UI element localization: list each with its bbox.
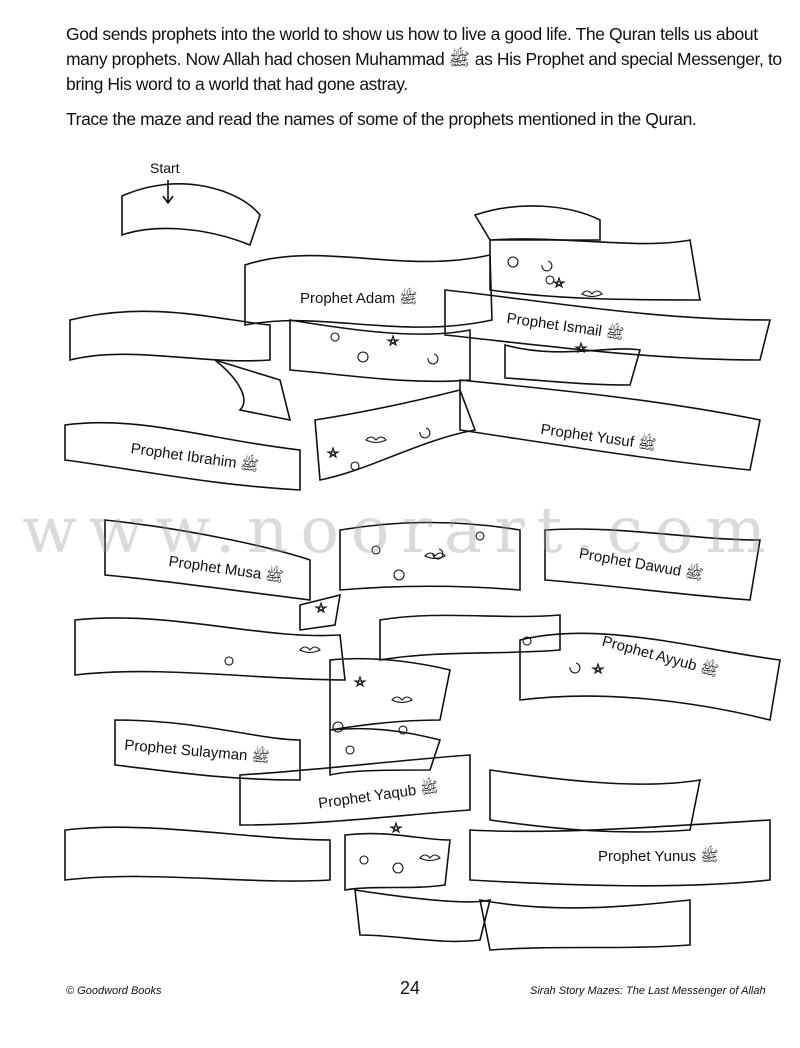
maze-banner — [489, 769, 702, 833]
watermark: www.noorart.com — [22, 494, 778, 568]
maze-banner — [489, 238, 701, 301]
maze-banner — [519, 632, 781, 721]
instruction: Trace the maze and read the names of som… — [66, 109, 697, 129]
maze-banner — [544, 528, 761, 601]
maze-banner — [354, 889, 492, 943]
maze-banner — [478, 898, 691, 951]
maze-banner — [459, 379, 761, 471]
footer-publisher: © Goodword Books — [66, 985, 162, 997]
maze-banner — [289, 319, 471, 383]
maze-banner — [104, 519, 311, 601]
maze-banner — [504, 343, 642, 386]
maze-banner — [469, 819, 771, 887]
maze-banner — [473, 205, 601, 241]
maze-banner — [64, 826, 331, 882]
maze-banner — [329, 727, 442, 777]
banner-label-yunus: Prophet Yunus ﷺ — [598, 848, 719, 865]
maze-banner — [339, 521, 521, 591]
maze-banner — [244, 254, 493, 328]
page-number: 24 — [400, 978, 421, 998]
maze-banner — [314, 389, 477, 481]
maze-banner — [214, 359, 292, 422]
start-label: Start — [150, 160, 180, 176]
banner-label-adam: Prophet Adam ﷺ — [300, 290, 418, 307]
intro-text: God sends prophets into the world to sho… — [66, 22, 786, 142]
footer-book-title: Sirah Story Mazes: The Last Messenger of… — [530, 985, 766, 997]
maze-banner — [444, 289, 772, 361]
maze-banner — [69, 310, 271, 362]
maze-banner — [114, 719, 301, 781]
maze-banner — [74, 617, 346, 681]
maze-banner — [121, 183, 261, 247]
maze-banner — [329, 657, 451, 731]
maze-banner — [299, 593, 341, 631]
doodle-icons — [224, 256, 605, 874]
maze-banner — [64, 421, 301, 491]
maze-banner — [344, 832, 451, 891]
maze-banner — [379, 614, 561, 661]
maze-banner — [239, 754, 471, 826]
intro-paragraph: God sends prophets into the world to sho… — [66, 24, 782, 94]
